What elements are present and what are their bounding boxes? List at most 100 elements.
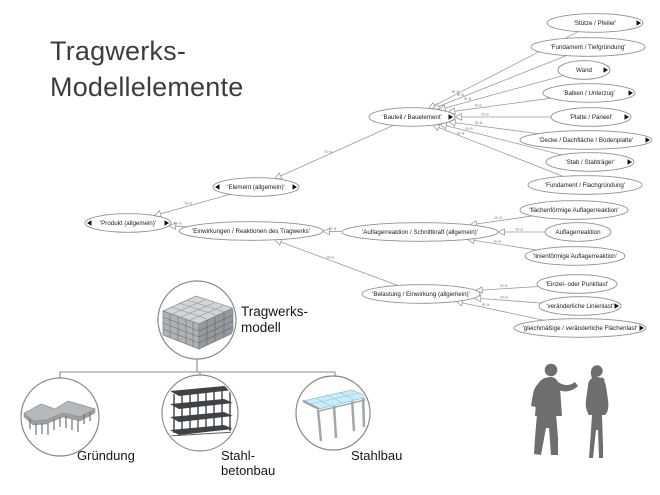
edge-punktlast-isa-belastung: is-a bbox=[474, 283, 539, 294]
isa-arrowhead-icon bbox=[168, 222, 177, 230]
node-label: Wand bbox=[576, 67, 592, 74]
edge-label: is-a bbox=[464, 96, 472, 101]
edge-label: is-a bbox=[324, 149, 332, 154]
tree-connector-lines bbox=[59, 359, 336, 378]
expand-right-icon bbox=[645, 137, 650, 143]
edge-bauteil-isa-element: is-a bbox=[273, 125, 394, 180]
edge-element-isa-produkt: is-a bbox=[153, 193, 230, 218]
isa-arrowhead-icon bbox=[273, 172, 283, 180]
edge-label: is-a bbox=[185, 200, 193, 205]
edge-einwirkungen-isa-produkt: is-a bbox=[168, 221, 187, 230]
pile-foundation-image bbox=[23, 400, 96, 435]
edge-flaechenlast-isa-belastung: is-a bbox=[455, 299, 544, 321]
node-label: 'flächenförmige Auflagerreaktion' bbox=[529, 207, 618, 214]
graph-node-wand: Wand bbox=[557, 60, 611, 80]
edge-tiefgruendung-isa-bauteil: is-a bbox=[431, 55, 567, 110]
edge-label: is-a bbox=[474, 102, 482, 107]
edge-auflager_allg-isa-einwirkungen: is-a bbox=[322, 226, 343, 236]
node-label: 'Bauteil / Bauelement' bbox=[382, 114, 441, 121]
graph-node-flaech_auflager: 'flächenförmige Auflagerreaktion' bbox=[519, 200, 629, 220]
label-gruendung: Gründung bbox=[77, 448, 135, 463]
node-label: 'Stab / Stabträger' bbox=[565, 159, 614, 166]
node-label: 'Fundament / Flachgründung' bbox=[545, 182, 625, 189]
woman-silhouette bbox=[585, 365, 609, 458]
node-label: 'Balken / Unterzug' bbox=[563, 90, 615, 97]
label-stahlbetonbau: Stahl- betonbau bbox=[221, 448, 276, 478]
edge-label: is-a bbox=[494, 215, 502, 220]
stahlbau-circle bbox=[295, 375, 371, 451]
slide-title: Tragwerks- Modellelemente bbox=[50, 36, 244, 102]
graph-node-element: 'Element (allgemein)' bbox=[212, 177, 300, 197]
graph-node-linienlast: 'veränderliche Linienlast' bbox=[538, 296, 622, 316]
graph-node-produkt: 'Produkt (allgemein)' bbox=[84, 213, 172, 233]
graph-node-belastung: 'Belastung / Einwirkung (allgemein)' bbox=[361, 284, 481, 304]
expand-right-icon bbox=[292, 184, 297, 190]
graph-node-tiefgruendung: 'Fundament / Tiefgründung' bbox=[530, 37, 646, 57]
isa-arrowhead-icon bbox=[497, 228, 505, 236]
node-label: 'Decke / Dachfläche / Bodenplatte' bbox=[539, 137, 633, 144]
graph-node-flaechenlast: 'gleichmäßige / veränderliche Flächenlas… bbox=[513, 318, 647, 338]
steel-frame-building-image bbox=[162, 295, 234, 350]
expand-right-icon bbox=[627, 159, 632, 165]
node-label: 'Platte / Paneel' bbox=[570, 114, 613, 121]
expand-right-icon bbox=[448, 114, 453, 120]
expand-right-icon bbox=[636, 20, 641, 26]
node-label: 'Einzel- oder Punktlast' bbox=[546, 281, 609, 288]
two-people-silhouette bbox=[531, 363, 609, 458]
expand-right-icon bbox=[628, 90, 633, 96]
graph-node-platte: 'Platte / Paneel' bbox=[550, 107, 632, 127]
graph-node-einwirkungen: 'Einwirkungen / Reaktionen des Tragwerks… bbox=[178, 221, 324, 241]
man-silhouette bbox=[531, 363, 578, 455]
edge-label: is-a bbox=[500, 295, 508, 300]
edge-wand-isa-bauteil: is-a bbox=[437, 75, 564, 112]
steel-canopy-image bbox=[301, 389, 369, 442]
node-label: 'Auflagerreaktion / Schnittkraft (allgem… bbox=[362, 229, 478, 236]
graph-node-linien_auflager: 'linienförmige Auflagerreaktion' bbox=[524, 246, 626, 266]
expand-left-icon bbox=[87, 220, 92, 226]
edge-label: is-a bbox=[515, 226, 523, 231]
edge-label: is-a bbox=[452, 89, 460, 94]
graph-node-balken: 'Balken / Unterzug' bbox=[542, 83, 636, 103]
edge-belastung-isa-einwirkungen: is-a bbox=[273, 238, 399, 286]
edge-label: is-a bbox=[465, 126, 473, 131]
edge-label: is-a bbox=[500, 283, 508, 288]
edge-label: is-a bbox=[457, 131, 465, 136]
ontology-graph: is-ais-ais-ais-ais-ais-ais-ais-ais-ais-a… bbox=[84, 13, 653, 338]
expand-right-icon bbox=[639, 325, 644, 331]
concrete-frame-building-image bbox=[167, 386, 237, 437]
edge-label: is-a bbox=[326, 255, 334, 260]
model-tree bbox=[20, 280, 371, 457]
expand-right-icon bbox=[624, 114, 629, 120]
edge-linien_auflager-isa-auflager_allg: is-a bbox=[466, 236, 537, 251]
label-stahlbau: Stahlbau bbox=[351, 448, 403, 463]
edge-label: is-a bbox=[174, 221, 182, 226]
edge-linienlast-isa-belastung: is-a bbox=[473, 295, 542, 304]
graph-node-auflager_allg: 'Auflagerreaktion / Schnittkraft (allgem… bbox=[341, 222, 499, 242]
expand-right-icon bbox=[603, 67, 608, 73]
expand-right-icon bbox=[614, 303, 619, 309]
edge-platte-isa-bauteil: is-a bbox=[454, 111, 551, 121]
edge-label: is-a bbox=[482, 302, 490, 307]
node-label: 'Fundament / Tiefgründung' bbox=[551, 44, 626, 51]
edge-label: is-a bbox=[481, 111, 489, 116]
edge-label: is-a bbox=[494, 238, 502, 243]
isa-arrowhead-icon bbox=[454, 113, 462, 121]
node-label: 'gleichmäßige / veränderliche Flächenlas… bbox=[523, 325, 638, 332]
edge-label: is-a bbox=[329, 226, 337, 231]
node-label: Auflagerreaktion bbox=[555, 229, 601, 236]
graph-node-auflagerreaktion: Auflagerreaktion bbox=[544, 222, 612, 242]
graph-node-stab: 'Stab / Stabträger' bbox=[545, 152, 635, 172]
graph-node-punktlast: 'Einzel- oder Punktlast' bbox=[536, 274, 618, 294]
graph-node-stuetze: 'Stütze / Pfeiler' bbox=[546, 13, 644, 33]
edge-flaech_auflager-isa-auflager_allg: is-a bbox=[469, 215, 533, 228]
edge-label: is-a bbox=[457, 92, 465, 97]
graph-node-decke: 'Decke / Dachfläche / Bodenplatte' bbox=[519, 130, 653, 150]
label-tragwerksmodell: Tragwerks- modell bbox=[241, 304, 309, 335]
node-label: 'veränderliche Linienlast' bbox=[546, 303, 613, 310]
node-label: 'Produkt (allgemein)' bbox=[100, 220, 156, 227]
expand-left-icon bbox=[215, 184, 220, 190]
node-label: 'Belastung / Einwirkung (allgemein)' bbox=[372, 291, 470, 298]
edge-flachgruendung-isa-bauteil: is-a bbox=[431, 124, 564, 177]
